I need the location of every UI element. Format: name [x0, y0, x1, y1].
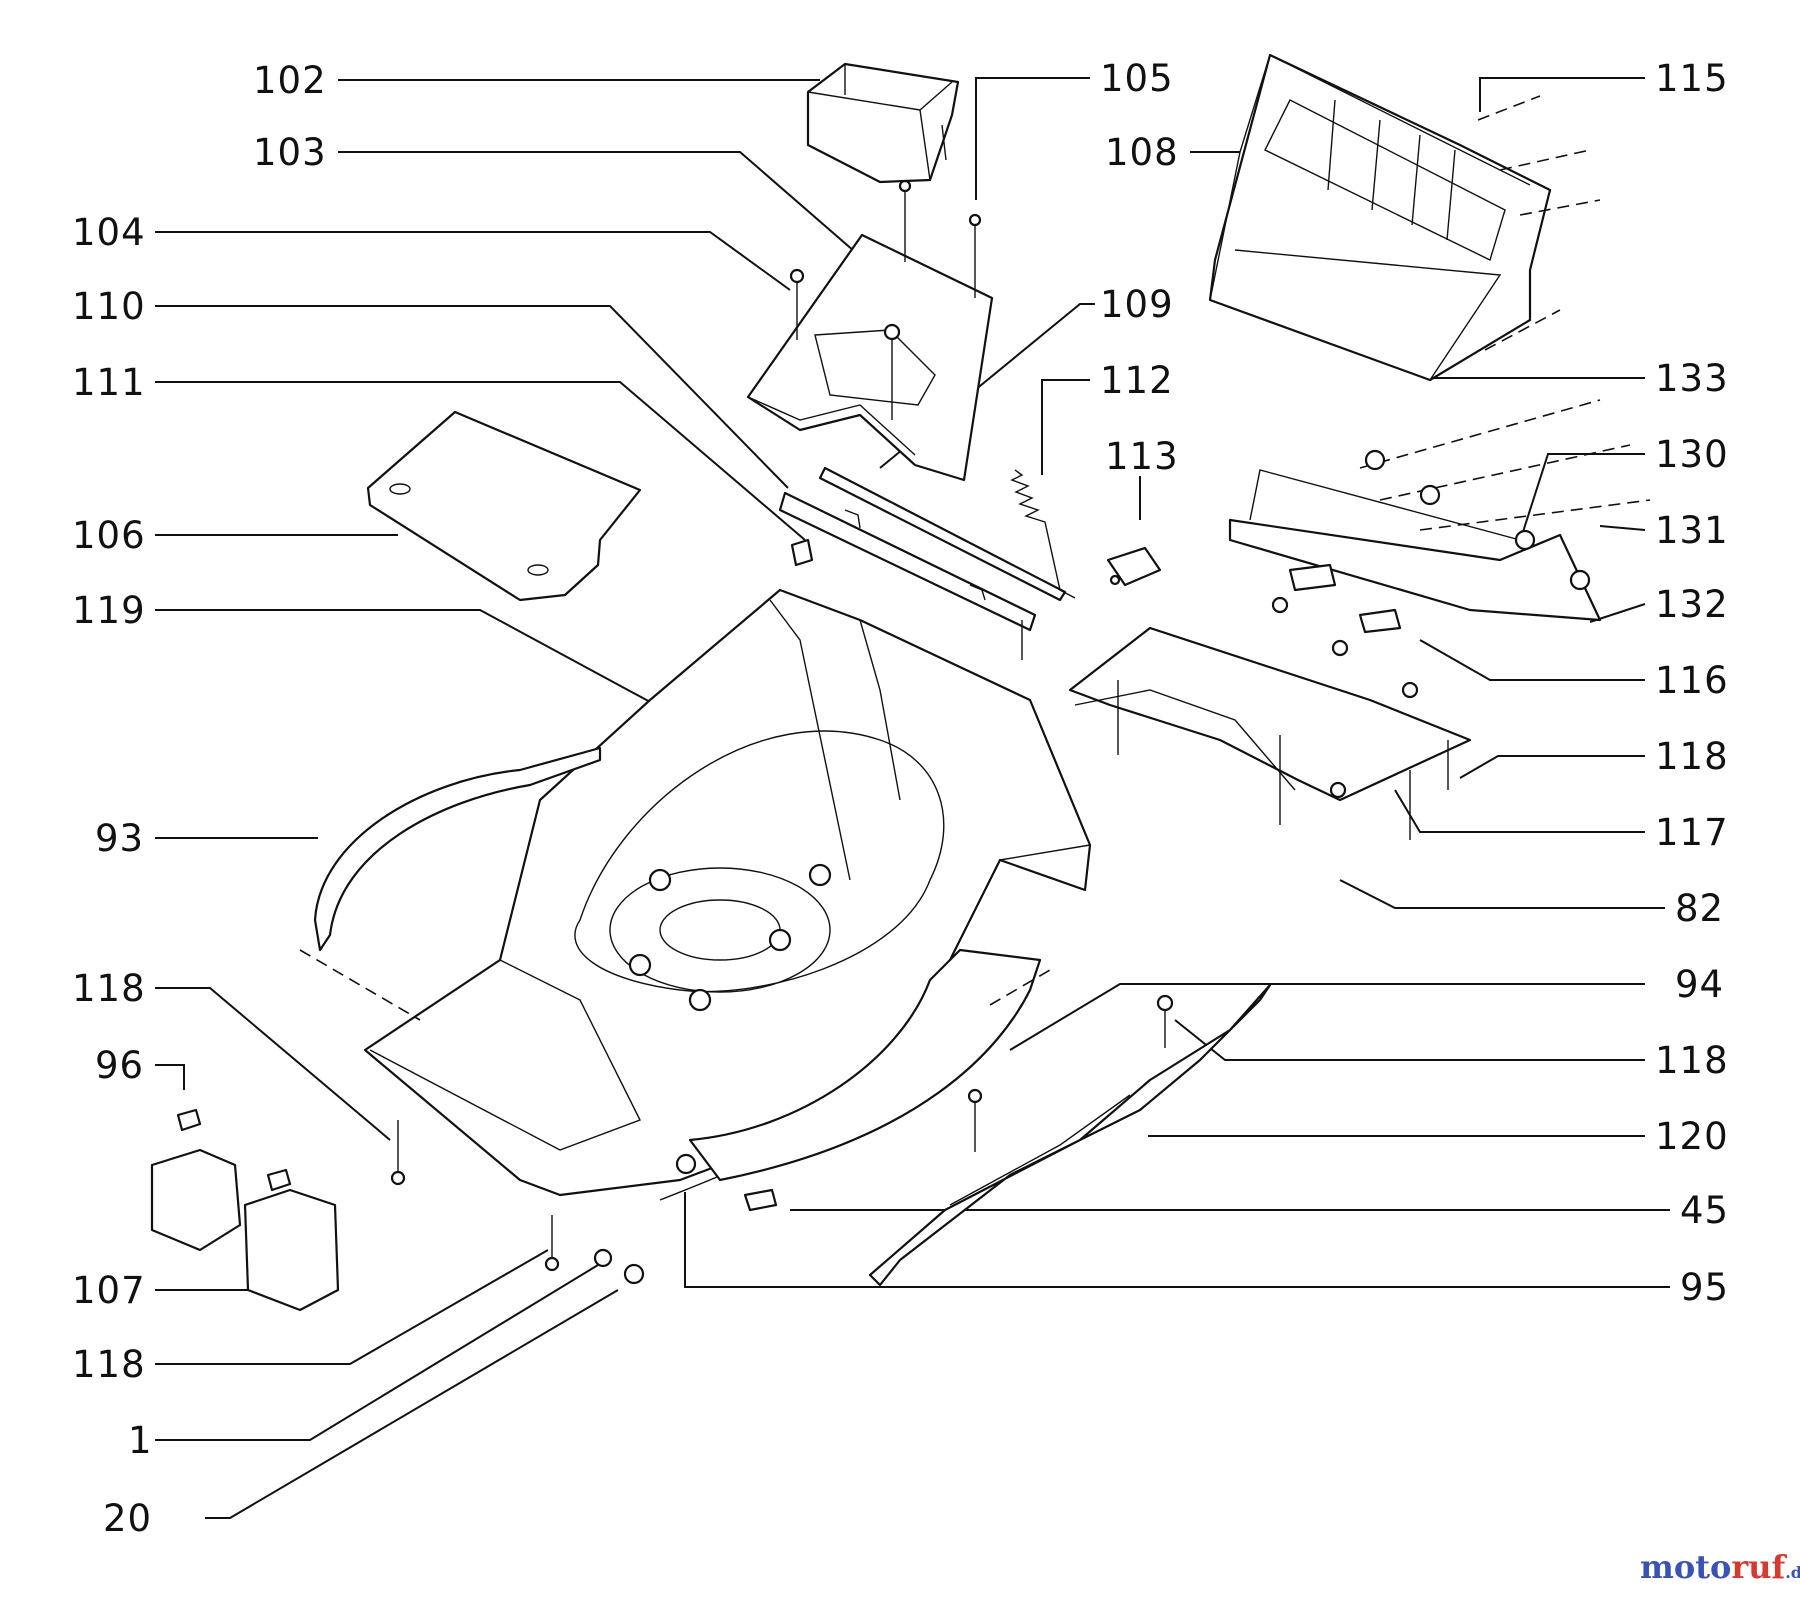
part-rear-flap [1068, 399, 1651, 840]
callout-133: 133 [1655, 357, 1729, 400]
part-flap-plate [366, 410, 642, 602]
callout-104: 104 [72, 211, 146, 254]
part-rod [818, 466, 1067, 602]
callout-118-a: 118 [72, 967, 146, 1010]
callout-113: 113 [1105, 435, 1179, 478]
watermark-part-3: .de [1785, 1563, 1800, 1582]
callout-1: 1 [128, 1419, 153, 1462]
callout-106: 106 [72, 514, 146, 557]
callout-107: 107 [72, 1269, 146, 1312]
callout-131: 131 [1655, 509, 1729, 552]
callout-102: 102 [253, 59, 327, 102]
watermark-part-2: ruf [1731, 1548, 1786, 1586]
callout-116: 116 [1655, 659, 1729, 702]
callout-82: 82 [1675, 887, 1724, 930]
callout-130: 130 [1655, 433, 1729, 476]
callout-112: 112 [1100, 359, 1174, 402]
callout-94: 94 [1675, 963, 1724, 1006]
part-bracket-bar [778, 491, 1037, 660]
callout-110: 110 [72, 285, 146, 328]
callout-120: 120 [1655, 1115, 1729, 1158]
callout-111: 111 [72, 361, 146, 404]
part-handle-bar [868, 983, 1272, 1287]
part-catcher-frame [1208, 53, 1601, 382]
callout-93: 93 [95, 817, 144, 860]
part-spring [1010, 469, 1076, 599]
callout-95: 95 [1680, 1266, 1729, 1309]
part-wheel-blocks [150, 1108, 340, 1312]
watermark-logo: motoruf.de [1640, 1548, 1800, 1586]
part-side-skirt [299, 746, 602, 1021]
callout-96: 96 [95, 1044, 144, 1087]
part-main-deck [363, 588, 1092, 1201]
watermark-part-1: moto [1640, 1548, 1732, 1586]
part-clip [1106, 546, 1162, 587]
callout-115: 115 [1655, 57, 1729, 100]
part-battery-box [806, 62, 960, 184]
part-fasteners [390, 1088, 983, 1285]
part-rear-skirt [688, 948, 1051, 1182]
part-mounting-plate [746, 179, 994, 482]
callout-105: 105 [1100, 57, 1174, 100]
callout-20: 20 [103, 1497, 152, 1540]
callout-103: 103 [253, 131, 327, 174]
callout-118-d: 118 [1655, 1039, 1729, 1082]
callout-119: 119 [72, 589, 146, 632]
callout-118-b: 118 [72, 1343, 146, 1386]
callout-45: 45 [1680, 1189, 1729, 1232]
leader-lines [155, 77, 1670, 1519]
callout-109: 109 [1100, 283, 1174, 326]
callout-labels: 102 103 104 110 111 106 119 93 118 96 10… [72, 57, 1729, 1540]
callout-118-c: 118 [1655, 735, 1729, 778]
callout-117: 117 [1655, 811, 1729, 854]
callout-132: 132 [1655, 583, 1729, 626]
callout-108: 108 [1105, 131, 1179, 174]
